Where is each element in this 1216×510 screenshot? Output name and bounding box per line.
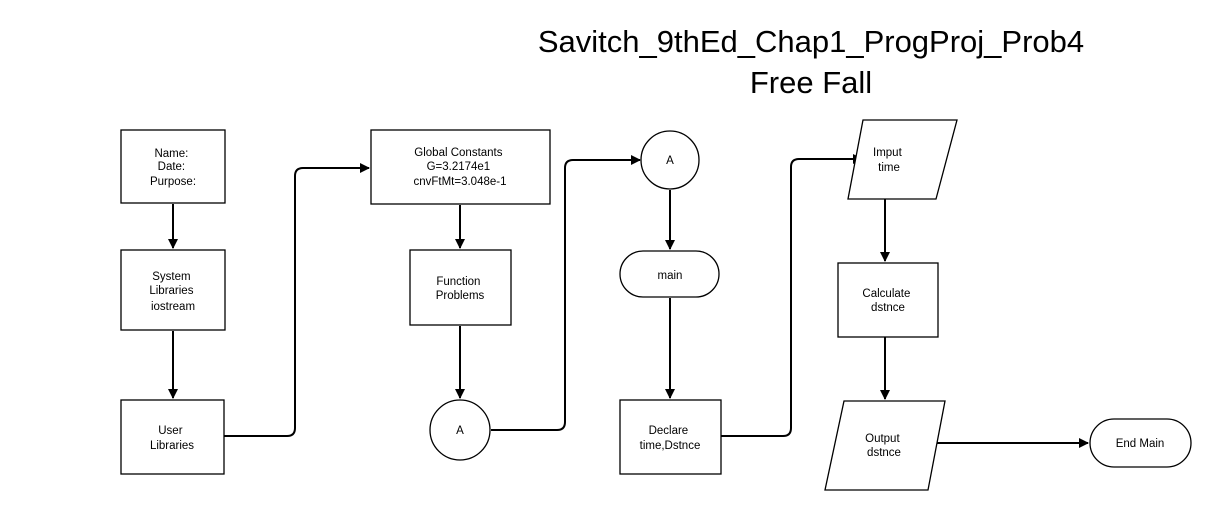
node-input: Imput time: [847, 119, 958, 200]
user-libraries-line-1: User: [158, 425, 182, 437]
declare-line-1: Declare: [649, 425, 689, 437]
diagram-subtitle: Free Fall: [750, 65, 872, 100]
connector-a-in-label: A: [666, 155, 674, 167]
node-declare: Declare time,Dstnce: [619, 399, 722, 475]
global-constants-heading: Global Constants: [414, 147, 502, 159]
svg-text:Imput time: Imput time: [873, 147, 905, 174]
edge-user-libraries-to-global-constants: [224, 163, 370, 437]
system-libraries-line-3: iostream: [151, 301, 195, 313]
function-prototypes-line-2: Problems: [436, 290, 485, 302]
svg-text:Calculate dstnce: Calculate dstnce: [862, 288, 913, 314]
node-system-libraries: System Libraries iostream: [120, 249, 226, 331]
svg-text:Output dstnce: Output dstnce: [865, 433, 903, 459]
header-purpose-label: Purpose:: [150, 176, 196, 188]
svg-text:Global Constants G=3.217: Global Constants G=3.2174e1 cnvFtMt=3.04…: [413, 147, 506, 188]
svg-text:System Libraries i: System Libraries iostream: [149, 271, 196, 313]
output-line-2: dstnce: [867, 447, 901, 459]
output-line-1: Output: [865, 433, 900, 445]
diagram-title: Savitch_9thEd_Chap1_ProgProj_Prob4: [538, 24, 1084, 59]
system-libraries-line-2: Libraries: [149, 285, 193, 297]
node-main: main: [619, 250, 720, 298]
node-output: Output dstnce: [824, 400, 946, 491]
edges: [168, 154, 1089, 448]
node-connector-a-in: A: [640, 130, 700, 190]
node-header: Name: Date: Purpose:: [120, 129, 226, 204]
node-end-main: End Main: [1089, 418, 1192, 468]
end-main-label: End Main: [1116, 438, 1165, 450]
header-date-label: Date:: [158, 161, 186, 173]
edge-connector-a-to-connector-a: [491, 155, 641, 431]
calculate-line-1: Calculate: [862, 288, 910, 300]
node-function-prototypes: Function Problems: [409, 249, 512, 326]
svg-text:Declare time,Dstnce: Declare time,Dstnce: [640, 425, 701, 452]
node-user-libraries: User Libraries: [120, 399, 225, 475]
edge-declare-to-input: [721, 154, 863, 437]
function-prototypes-line-1: Function: [436, 276, 480, 288]
main-label: main: [658, 270, 683, 282]
svg-text:Function Problems: Function Problems: [436, 276, 485, 302]
declare-line-2: time,Dstnce: [640, 440, 701, 452]
system-libraries-line-1: System: [152, 271, 190, 283]
input-line-2: time: [878, 162, 900, 174]
node-global-constants: Global Constants G=3.2174e1 cnvFtMt=3.04…: [370, 129, 551, 205]
node-connector-a-out: A: [429, 399, 491, 461]
global-constants-cnvftmt: cnvFtMt=3.048e-1: [413, 176, 506, 188]
svg-text:Name: Date: Purpos: Name: Date: Purpose:: [150, 148, 196, 188]
svg-text:User Libraries: User Libraries: [150, 425, 194, 452]
node-calculate: Calculate dstnce: [837, 262, 939, 338]
connector-a-out-label: A: [456, 425, 464, 437]
input-line-1: Imput: [873, 147, 903, 159]
header-name-label: Name:: [154, 148, 188, 160]
user-libraries-line-2: Libraries: [150, 440, 194, 452]
calculate-line-2: dstnce: [871, 302, 905, 314]
global-constants-g: G=3.2174e1: [427, 161, 491, 173]
